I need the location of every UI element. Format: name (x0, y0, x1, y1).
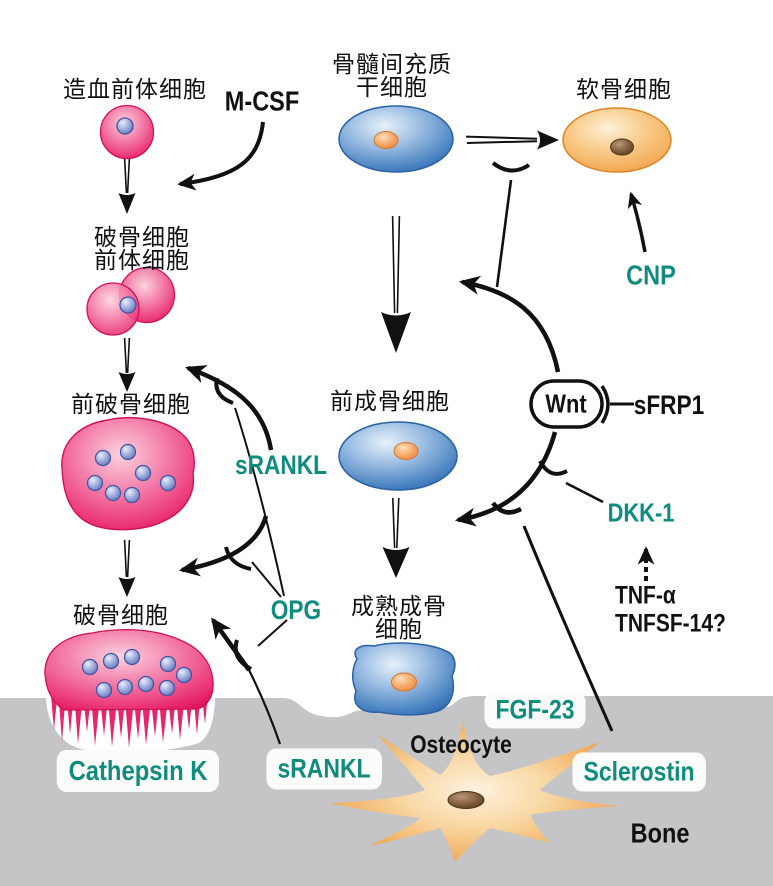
srankl-arrow-upper (185, 365, 274, 451)
msc-to-chondrocyte-arrow (465, 135, 538, 144)
mesenchymal-stem-cell (338, 105, 454, 173)
msc-to-chondrocyte-arrowhead (537, 130, 559, 150)
osteoclast-precursor-cells (86, 266, 176, 336)
osteocyte-nucleus (447, 791, 485, 809)
label-pre-osteoclast: 前破骨细胞 (71, 391, 191, 417)
chondrocyte-cell (562, 107, 672, 173)
signal-lines (177, 121, 655, 745)
mcsf-arrow (177, 121, 265, 191)
dkk1-line (565, 481, 604, 504)
label-msc-line2: 干细胞 (356, 74, 428, 100)
opg-cap-1 (214, 377, 234, 405)
label-ocp-line1: 破骨细胞 (94, 224, 190, 250)
label-mcsf: M-CSF (224, 85, 300, 117)
osteocyte-cell (330, 720, 620, 862)
opg-line-3 (257, 619, 288, 647)
sfrp1-paren (600, 385, 610, 424)
label-tnf-alpha: TNF-α (615, 581, 676, 610)
dkk1-cap (538, 460, 568, 476)
label-chondrocyte: 软骨细胞 (576, 76, 672, 102)
cathepsin-k-badge: Cathepsin K (56, 750, 220, 792)
wnt-promotes-maturation-arrow (454, 431, 558, 527)
label-ocp-line2: 前体细胞 (94, 247, 190, 273)
cell-nucleus (393, 442, 419, 460)
srankl-bottom-line (248, 669, 282, 745)
arrow-preob-to-matob (382, 497, 410, 578)
label-msc-line1: 骨髓间充质 (332, 51, 452, 77)
cell-nucleus (119, 296, 137, 314)
hematopoietic-precursor-cell (99, 104, 155, 160)
cell-nucleus (373, 131, 399, 149)
wnt-node-outline (529, 379, 604, 429)
label-mature-ob-line1: 成熟成骨 (351, 593, 447, 619)
label-osteocyte: Osteocyte (410, 730, 512, 759)
sclerostin-cap (491, 501, 523, 515)
opg-line-1 (234, 407, 285, 597)
pre-osteoblast-cell (338, 421, 458, 491)
label-osteoclast: 破骨细胞 (73, 602, 169, 628)
mature-osteoblast-cell (352, 642, 456, 716)
fgf23-badge: FGF-23 (484, 691, 586, 729)
srankl-bottom-arrow (211, 617, 251, 672)
label-tnfsf14: TNFSF-14? (615, 609, 726, 638)
label-cnp: CNP (626, 259, 676, 291)
label-hematopoietic-precursor: 造血前体细胞 (63, 76, 207, 102)
osteoclast-cell (44, 629, 216, 753)
cell-nucleus (391, 672, 417, 692)
opg-line-2 (251, 561, 282, 598)
label-bone: Bone (630, 817, 690, 849)
srankl-bottom-badge: sRANKL (266, 748, 382, 790)
label-pre-osteoblast: 前成骨细胞 (330, 388, 450, 414)
label-sfrp1: sFRP1 (633, 389, 705, 420)
label-mature-ob-line2: 细胞 (375, 616, 423, 642)
cnp-arrow (627, 191, 647, 253)
label-wnt: Wnt (545, 388, 587, 419)
wnt-inhibits-chondrocyte-line (495, 179, 513, 288)
granules (86, 443, 177, 504)
arrow-ocp-to-preoc (118, 337, 136, 392)
cell-nucleus (116, 117, 134, 135)
cell-nucleus (610, 138, 634, 156)
granules (81, 648, 193, 699)
pre-osteoclast-cell (61, 417, 195, 531)
arrow-msc-to-preob (381, 215, 411, 353)
opg-cap-2 (224, 546, 252, 571)
label-dkk1: DKK-1 (607, 497, 675, 528)
wnt-promotes-osteoblast-arrow (458, 275, 561, 373)
sclerostin-line (522, 525, 614, 732)
label-opg: OPG (270, 594, 322, 625)
srankl-arrow-lower (178, 515, 269, 577)
label-srankl-mid: sRANKL (235, 449, 327, 480)
wnt-inhibits-chondrocyte-cap (491, 161, 531, 173)
arrow-hpc-to-ocp (118, 157, 136, 214)
sclerostin-badge: Sclerostin (572, 752, 706, 792)
arrow-preoc-to-oc (118, 539, 136, 597)
differentiation-arrows (118, 157, 411, 597)
